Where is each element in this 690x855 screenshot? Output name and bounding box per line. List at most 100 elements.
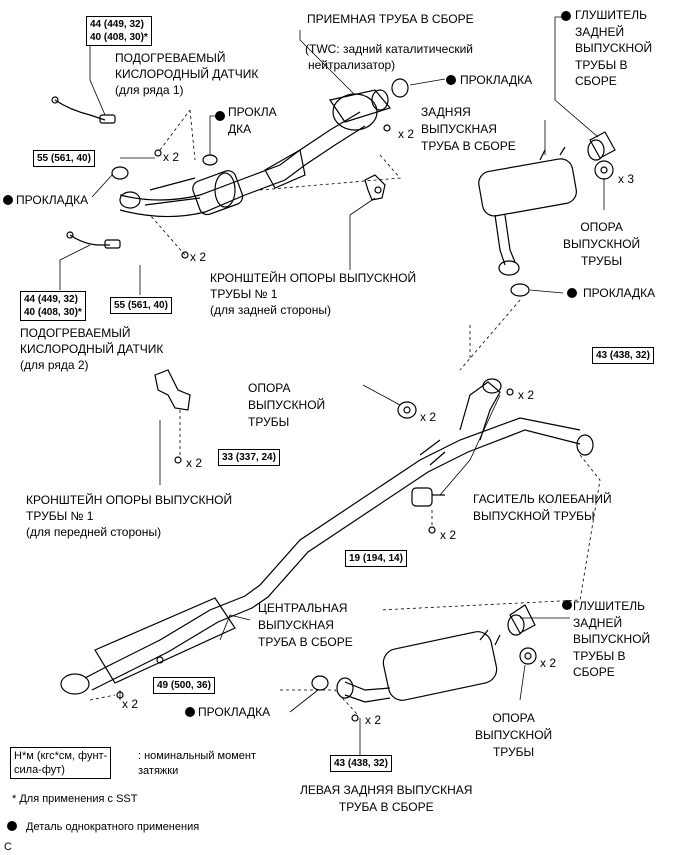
left-rear-line-2: ТРУБА В СБОРЕ	[338, 800, 434, 814]
center-pipe-line-3: ТРУБА В СБОРЕ	[258, 635, 353, 649]
o2-sensor-bank2	[66, 231, 121, 249]
tail-muffler-top-line-3: ВЫПУСКНОЙ	[575, 41, 653, 55]
torque-o2-top-b: 40 (408, 30)*	[90, 32, 148, 43]
qty-x2-g: x 2	[440, 528, 457, 542]
front-pipe-note-1: (TWC: задний каталитический	[305, 42, 473, 56]
qty-x2-j: x 2	[365, 713, 382, 727]
rear-exhaust-line-2: ВЫПУСКНАЯ	[421, 122, 497, 136]
tail-muffler-bottom-line-2: ЗАДНЕЙ	[573, 615, 623, 630]
qty-x2-a: x 2	[163, 150, 180, 164]
torque-33: 33 (337, 24)	[218, 449, 280, 466]
tail-muffler-bottom-line-4: ТРУБЫ В	[573, 648, 626, 663]
gasket-label-bottom: ПРОКЛАДКА	[198, 705, 271, 719]
support-bottom-line-2: ВЫПУСКНОЙ	[475, 728, 553, 742]
gasket-split-line-1: ПРОКЛА	[228, 105, 277, 119]
tail-muffler-bottom-line-3: ВЫПУСКНОЙ	[573, 632, 651, 646]
torque-55-bottom: 55 (561, 40)	[110, 297, 172, 314]
rear-exhaust-label: ЗАДНЯЯ ВЫПУСКНАЯ ТРУБА В СБОРЕ	[421, 104, 516, 155]
front-pipe-note-2: нейтрализатор)	[308, 58, 396, 72]
bracket-rear-part	[364, 174, 386, 201]
gasket-ring	[391, 78, 409, 98]
tail-muffler-label-top: ГЛУШИТЕЛЬ ЗАДНЕЙ ВЫПУСКНОЙ ТРУБЫ В СБОРЕ	[575, 7, 652, 90]
bracket-front-line-2: ТРУБЫ № 1	[26, 509, 94, 523]
support-label-mid: ОПОРА ВЫПУСКНОЙ ТРУБЫ	[248, 380, 325, 431]
damper-label: ГАСИТЕЛЬ КОЛЕБАНИЙ ВЫПУСКНОЙ ТРУБЫ	[473, 491, 612, 525]
gasket-label-left: ПРОКЛАДКА	[16, 193, 89, 207]
bracket-rear-line-3: (для задней стороны)	[210, 303, 331, 317]
damper-part	[411, 487, 445, 534]
figure-corner-code: C	[4, 841, 12, 853]
torque-43-top: 43 (438, 32)	[592, 347, 654, 364]
left-rear-pipe	[311, 629, 501, 722]
rear-exhaust-line-1: ЗАДНЯЯ	[421, 105, 471, 119]
support-rubber-top	[594, 160, 614, 180]
o2-sensor-2-line-2: КИСЛОРОДНЫЙ ДАТЧИК	[20, 342, 164, 356]
tail-muffler-top-line-1: ГЛУШИТЕЛЬ	[575, 8, 648, 22]
torque-o2-top: 44 (449, 32) 40 (408, 30)*	[86, 16, 152, 46]
center-pipe-assembly	[60, 378, 594, 695]
tail-muffler-bottom-line-5: СБОРЕ	[573, 665, 615, 679]
support-top-line-2: ВЫПУСКНОЙ	[563, 237, 641, 251]
bracket-front-label: КРОНШТЕЙН ОПОРЫ ВЫПУСКНОЙ ТРУБЫ № 1 (для…	[26, 492, 232, 540]
damper-line-1: ГАСИТЕЛЬ КОЛЕБАНИЙ	[473, 492, 612, 506]
center-pipe-line-1: ЦЕНТРАЛЬНАЯ	[258, 601, 348, 615]
qty-x2-d: x 2	[518, 388, 535, 402]
o2-sensor-1-line-3: (для ряда 1)	[115, 83, 184, 97]
legend-unit-box: Н*м (кгс*см, фунт- сила-фут)	[10, 747, 112, 779]
front-pipe-label: ПРИЕМНАЯ ТРУБА В СБОРЕ	[307, 12, 474, 26]
legend-unit-box-line-2: сила-фут)	[14, 764, 65, 776]
front-pipe-assembly	[119, 89, 392, 218]
support-label-bottom: ОПОРА ВЫПУСКНОЙ ТРУБЫ	[475, 710, 552, 761]
left-rear-line-1: ЛЕВАЯ ЗАДНЯЯ ВЫПУСКНАЯ	[300, 783, 473, 797]
tail-muffler-top-line-2: ЗАДНЕЙ	[575, 24, 625, 39]
bracket-front-line-1: КРОНШТЕЙН ОПОРЫ ВЫПУСКНОЙ	[26, 493, 233, 507]
o2-sensor-2-label: ПОДОГРЕВАЕМЫЙ КИСЛОРОДНЫЙ ДАТЧИК (для ря…	[20, 325, 163, 373]
support-rubber-mid	[397, 388, 514, 419]
gasket-ring	[111, 166, 129, 180]
torque-o2-bottom-b: 40 (408, 30)*	[24, 307, 82, 318]
support-bottom-line-1: ОПОРА	[492, 711, 535, 725]
torque-49: 49 (500, 36)	[153, 677, 215, 694]
torque-o2-bottom-a: 44 (449, 32)	[24, 294, 78, 305]
tail-muffler-top-line-4: ТРУБЫ В	[575, 57, 628, 72]
legend-unit-desc-line-1: : номинальный момент	[138, 750, 257, 762]
torque-o2-bottom: 44 (449, 32) 40 (408, 30)*	[20, 291, 86, 321]
bracket-front-part	[154, 369, 191, 464]
gasket-ring	[202, 154, 218, 166]
legend-single-use: Деталь однократного применения	[26, 821, 200, 833]
torque-55-top: 55 (561, 40)	[33, 150, 95, 167]
qty-x3: x 3	[618, 172, 635, 186]
bracket-front-line-3: (для передней стороны)	[26, 525, 162, 539]
support-label-top: ОПОРА ВЫПУСКНОЙ ТРУБЫ	[563, 219, 640, 270]
tail-muffler-bottom-line-1: ГЛУШИТЕЛЬ	[573, 599, 646, 613]
qty-x2-f: x 2	[186, 456, 203, 470]
qty-x2-e: x 2	[420, 410, 437, 424]
o2-sensor-2-line-1: ПОДОГРЕВАЕМЫЙ	[20, 326, 131, 340]
torque-43-bottom: 43 (438, 32)	[330, 755, 392, 772]
support-mid-line-1: ОПОРА	[248, 381, 291, 395]
tail-muffler-label-bottom: ГЛУШИТЕЛЬ ЗАДНЕЙ ВЫПУСКНОЙ ТРУБЫ В СБОРЕ	[573, 598, 650, 681]
gasket-label-right: ПРОКЛАДКА	[583, 286, 656, 300]
left-rear-label: ЛЕВАЯ ЗАДНЯЯ ВЫПУСКНАЯ ТРУБА В СБОРЕ	[300, 782, 472, 816]
center-pipe-label: ЦЕНТРАЛЬНАЯ ВЫПУСКНАЯ ТРУБА В СБОРЕ	[258, 600, 353, 651]
support-bottom-line-3: ТРУБЫ	[492, 745, 535, 759]
gasket-label-top: ПРОКЛАДКА	[460, 73, 533, 87]
o2-sensor-2-line-3: (для ряда 2)	[20, 358, 89, 372]
bracket-rear-line-2: ТРУБЫ № 1	[210, 287, 278, 301]
gasket-split-label: ПРОКЛА ДКА	[228, 104, 277, 138]
o2-sensor-1-label: ПОДОГРЕВАЕМЫЙ КИСЛОРОДНЫЙ ДАТЧИК (для ря…	[115, 50, 258, 98]
o2-sensor-bank1	[51, 96, 116, 124]
qty-x2-i: x 2	[122, 697, 139, 711]
center-pipe-line-2: ВЫПУСКНАЯ	[258, 618, 334, 632]
support-mid-line-3: ТРУБЫ	[248, 415, 290, 429]
support-top-line-1: ОПОРА	[580, 220, 623, 234]
support-rubber-bottom	[519, 647, 537, 665]
gasket-split-line-2: ДКА	[228, 122, 252, 136]
tail-muffler-top-line-5: СБОРЕ	[575, 74, 617, 88]
tail-muffler-bottom	[507, 604, 536, 636]
torque-19: 19 (194, 14)	[345, 550, 407, 567]
bracket-rear-label: КРОНШТЕЙН ОПОРЫ ВЫПУСКНОЙ ТРУБЫ № 1 (для…	[210, 270, 416, 318]
bracket-rear-line-1: КРОНШТЕЙН ОПОРЫ ВЫПУСКНОЙ	[210, 271, 417, 285]
legend-unit-desc-line-2: затяжки	[138, 765, 179, 777]
